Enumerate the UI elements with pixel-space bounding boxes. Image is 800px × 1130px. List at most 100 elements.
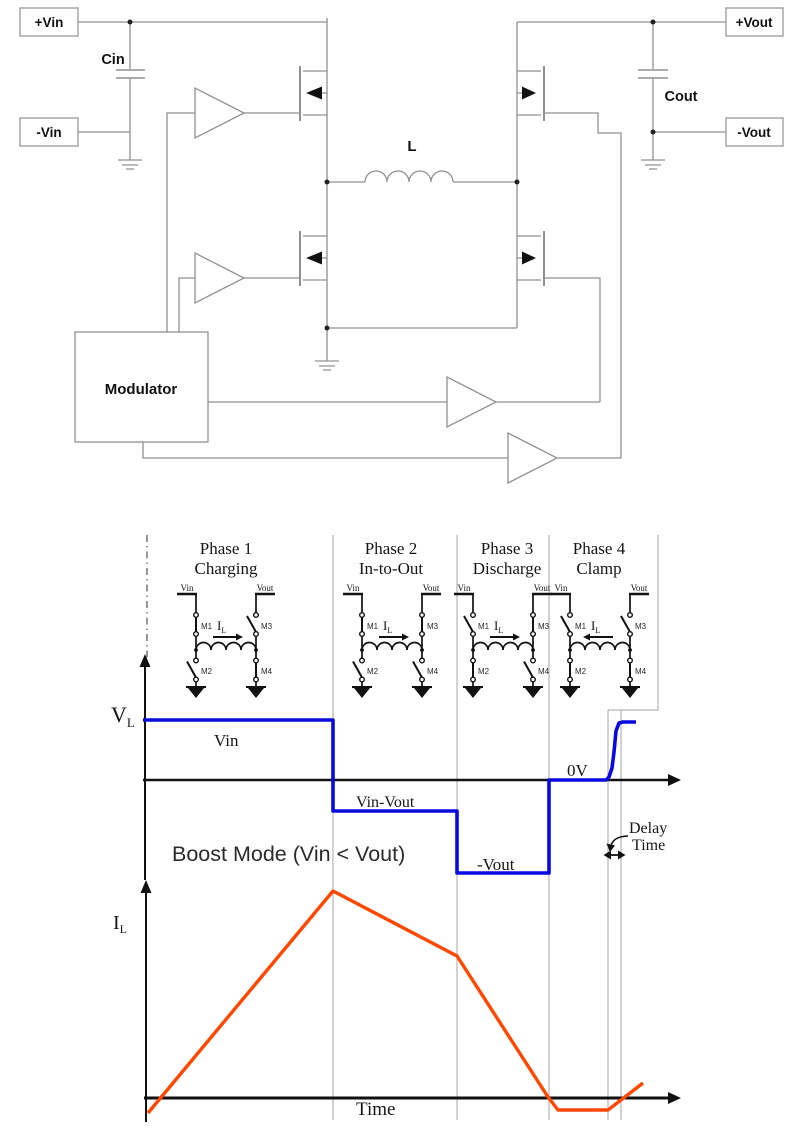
delay-label-line1: Delay	[629, 820, 667, 837]
switch-label-M1: M1	[367, 622, 379, 631]
mini-vin-label: Vin	[347, 583, 360, 593]
switch-label-M3: M3	[538, 622, 550, 631]
delay-span-left-head-icon	[603, 850, 611, 860]
switch-label-M4: M4	[427, 667, 439, 676]
cin-label: Cin	[101, 52, 124, 68]
phase-3-title: Phase 3	[481, 539, 533, 558]
input-ground-icon	[118, 159, 142, 170]
vl-axis-arrowhead-icon	[139, 654, 151, 667]
phase-2-title: Phase 2	[365, 539, 417, 558]
inductor	[327, 170, 517, 183]
delay-curved-arrowhead-icon	[606, 843, 615, 852]
modulator-block	[74, 331, 209, 443]
switch-label-M2: M2	[201, 667, 213, 676]
buffer2-input-wire	[178, 277, 195, 332]
switch-contact	[567, 657, 574, 664]
driver-buffer-1	[194, 86, 246, 140]
switch-contact	[359, 612, 366, 619]
switch-blade-open	[412, 661, 423, 678]
vl-zero-axis-arrowhead-icon	[668, 774, 681, 786]
switch-contact	[567, 631, 574, 638]
phase-1-title: Phase 1	[200, 539, 252, 558]
driver-buffer-2	[194, 251, 246, 305]
switch-blade-open	[560, 615, 571, 633]
vl-waveform	[143, 718, 636, 875]
switch-contact	[627, 657, 634, 664]
il-direction-arrowhead-icon	[583, 633, 590, 641]
switch-label-M2: M2	[367, 667, 379, 676]
delay-annotation	[603, 835, 629, 860]
plus-vin-terminal	[19, 7, 79, 37]
switch-label-M3: M3	[261, 622, 273, 631]
top-right-gate-route	[544, 112, 622, 458]
switch-contact	[252, 657, 259, 664]
switch-contact	[252, 631, 259, 638]
minus-vout-terminal	[725, 117, 784, 147]
body-diode-arrow-icon	[306, 86, 322, 100]
switch-contact	[419, 612, 426, 619]
switch-contact	[567, 676, 574, 683]
il-direction-arrowhead-icon	[513, 633, 520, 641]
il-direction-arrowhead-icon	[236, 633, 243, 641]
mosfet-bottom-left	[299, 231, 327, 286]
mini-inductor	[361, 641, 423, 651]
switch-contact	[470, 676, 477, 683]
switch-contact	[470, 657, 477, 664]
switch-blade-open	[352, 661, 363, 678]
switch-contact	[627, 676, 634, 683]
switch-blade-open	[523, 661, 534, 678]
mosfet-top-right	[517, 66, 545, 121]
switch-contact	[530, 657, 537, 664]
switch-contact	[627, 612, 634, 619]
ground-icon	[354, 688, 370, 698]
switch-contact	[470, 612, 477, 619]
mode-label: Boost Mode (Vin < Vout)	[172, 842, 405, 866]
time-axis-label: Time	[356, 1099, 395, 1120]
inductor-label: L	[407, 138, 416, 155]
ground-icon	[525, 688, 541, 698]
mini-inductor	[195, 641, 257, 651]
phase-3-subtitle: Discharge	[473, 559, 542, 578]
switch-contact	[419, 676, 426, 683]
buffer1-input-wire	[166, 112, 195, 332]
minus-vout-label: -Vout	[737, 125, 771, 140]
vl-level-neg-vout: -Vout	[477, 855, 515, 874]
switch-label-M4: M4	[538, 667, 550, 676]
switch-label-M4: M4	[635, 667, 647, 676]
switch-contact	[530, 631, 537, 638]
switch-contact	[359, 676, 366, 683]
mini-inductor	[472, 641, 534, 651]
phase4-border-line	[608, 535, 659, 711]
switch-contact	[192, 612, 199, 619]
output-ground-icon	[641, 159, 665, 170]
switch-label-M2: M2	[575, 667, 587, 676]
mosfet-top-left	[299, 66, 327, 121]
modulator-label: Modulator	[105, 381, 178, 398]
switch-contact	[470, 631, 477, 638]
junction-dots	[127, 19, 656, 331]
buffer4-input-wire	[142, 442, 508, 459]
plus-vout-terminal	[725, 7, 784, 37]
mini-vout-label: Vout	[534, 583, 551, 593]
switch-contact	[252, 612, 259, 619]
vl-level-vin: Vin	[214, 731, 239, 750]
waveform-layer	[143, 718, 645, 1115]
phase-headers: Phase 1 Charging Phase 2 In-to-Out Phase…	[195, 539, 626, 578]
switch-contact	[192, 657, 199, 664]
ground-icon	[622, 688, 638, 698]
ground-icon	[248, 688, 264, 698]
cout-capacitor	[638, 22, 668, 160]
switch-contact	[359, 631, 366, 638]
switch-contact	[530, 676, 537, 683]
switch-label-M2: M2	[478, 667, 490, 676]
mini-il-label: IL	[383, 618, 392, 635]
il-axis-label: IL	[113, 912, 127, 936]
mini-vout-label: Vout	[423, 583, 440, 593]
il-waveform	[146, 889, 645, 1115]
phase-4-subtitle: Clamp	[576, 559, 621, 578]
ground-icon	[414, 688, 430, 698]
mid-ground-icon	[315, 360, 339, 371]
switch-contact	[359, 657, 366, 664]
